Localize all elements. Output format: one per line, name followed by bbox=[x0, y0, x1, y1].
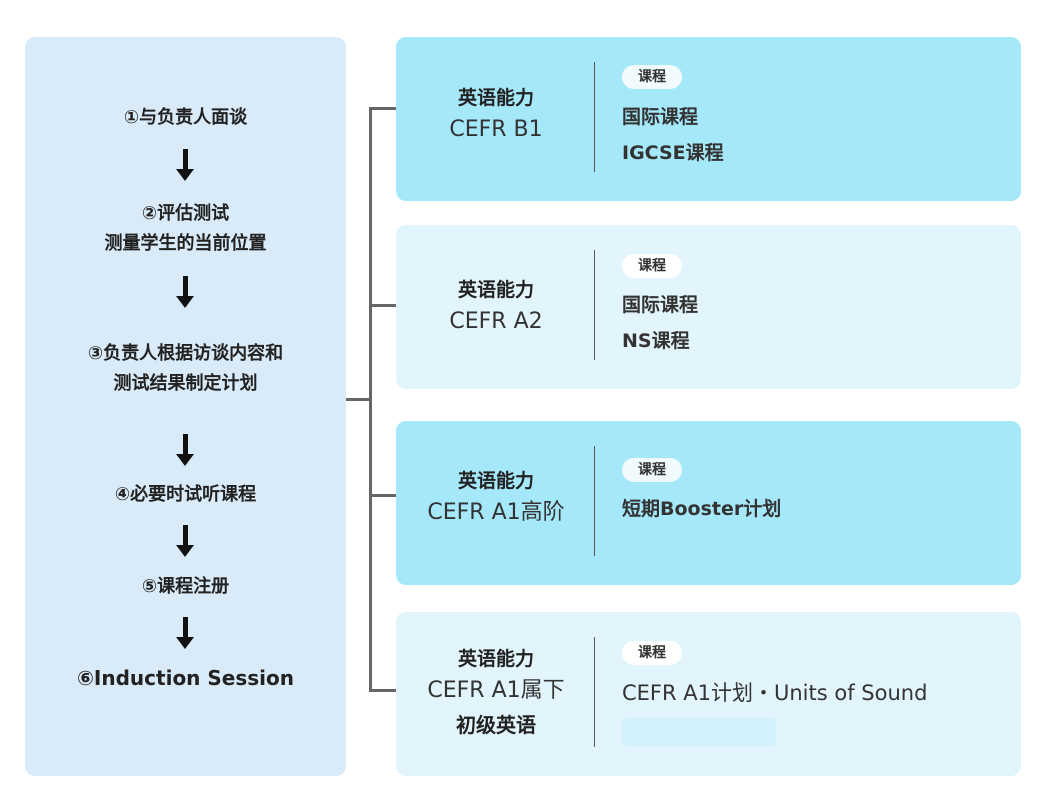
level-code: CEFR A1高阶 bbox=[427, 500, 565, 525]
course-item: IGCSE课程 bbox=[622, 142, 724, 164]
course-item: NS课程 bbox=[622, 330, 690, 352]
card-divider bbox=[594, 250, 595, 360]
level-label: 英语能力 bbox=[457, 648, 534, 670]
level-label: 英语能力 bbox=[457, 470, 534, 492]
connector-vertical bbox=[369, 107, 372, 692]
level-code: CEFR A2 bbox=[449, 309, 543, 334]
course-item: 国际课程 bbox=[622, 294, 699, 316]
step-2: ②评估测试 测量学生的当前位置 bbox=[25, 199, 346, 259]
step-4: ④必要时试听课程 bbox=[25, 480, 346, 510]
down-arrow-icon bbox=[176, 276, 194, 309]
course-badge: 课程 bbox=[622, 458, 682, 482]
connector-branch-3 bbox=[369, 494, 396, 497]
course-item: 短期Booster计划 bbox=[622, 498, 782, 520]
level-subtitle: 初级英语 bbox=[456, 713, 536, 737]
step-2-text-line2: 测量学生的当前位置 bbox=[104, 233, 267, 254]
step-3-text-line2: 测试结果制定计划 bbox=[113, 373, 258, 394]
step-5-text: ⑤课程注册 bbox=[141, 576, 230, 597]
card-divider bbox=[594, 62, 595, 172]
step-4-text: ④必要时试听课程 bbox=[114, 484, 257, 505]
course-list: 国际课程 IGCSE课程 bbox=[622, 99, 724, 171]
course-badge: 课程 bbox=[622, 65, 682, 89]
course-badge: 课程 bbox=[622, 641, 682, 665]
level-card-b1: 英语能力 CEFR B1 课程 国际课程 IGCSE课程 bbox=[396, 37, 1021, 201]
level-label: 英语能力 bbox=[457, 87, 534, 109]
card-divider bbox=[594, 637, 595, 747]
connector-branch-2 bbox=[369, 304, 396, 307]
level-card-a1-advanced: 英语能力 CEFR A1高阶 课程 短期Booster计划 bbox=[396, 421, 1021, 585]
step-6: ⑥Induction Session bbox=[25, 663, 346, 693]
step-6-text: ⑥Induction Session bbox=[77, 666, 294, 690]
step-1: ①与负责人面谈 bbox=[25, 103, 346, 133]
card-divider bbox=[594, 446, 595, 556]
level-block: 英语能力 CEFR A1高阶 bbox=[396, 467, 596, 531]
down-arrow-icon bbox=[176, 525, 194, 558]
course-item: 国际课程 bbox=[622, 106, 699, 128]
step-5: ⑤课程注册 bbox=[25, 572, 346, 602]
course-item: CEFR A1计划・Units of Sound bbox=[622, 681, 928, 705]
level-label: 英语能力 bbox=[457, 279, 534, 301]
placeholder-bar bbox=[622, 718, 776, 746]
level-code: CEFR A1属下 bbox=[427, 678, 565, 703]
level-block: 英语能力 CEFR B1 bbox=[396, 84, 596, 148]
course-list: 国际课程 NS课程 bbox=[622, 287, 698, 359]
connector-branch-4 bbox=[369, 689, 396, 692]
connector-main bbox=[346, 398, 371, 401]
step-3-text-line1: ③负责人根据访谈内容和 bbox=[87, 343, 284, 364]
course-list: CEFR A1计划・Units of Sound bbox=[622, 675, 927, 711]
down-arrow-icon bbox=[176, 434, 194, 467]
level-block: 英语能力 CEFR A2 bbox=[396, 276, 596, 340]
level-block: 英语能力 CEFR A1属下 初级英语 bbox=[396, 645, 596, 741]
course-badge: 课程 bbox=[622, 254, 682, 278]
process-panel: ①与负责人面谈 ②评估测试 测量学生的当前位置 ③负责人根据访谈内容和 测试结果… bbox=[25, 37, 346, 776]
down-arrow-icon bbox=[176, 617, 194, 650]
course-list: 短期Booster计划 bbox=[622, 491, 781, 527]
down-arrow-icon bbox=[176, 149, 194, 182]
level-card-a2: 英语能力 CEFR A2 课程 国际课程 NS课程 bbox=[396, 225, 1021, 389]
step-1-text: ①与负责人面谈 bbox=[123, 107, 248, 128]
level-code: CEFR B1 bbox=[449, 117, 543, 142]
step-3: ③负责人根据访谈内容和 测试结果制定计划 bbox=[25, 339, 346, 399]
step-2-text-line1: ②评估测试 bbox=[141, 203, 230, 224]
connector-branch-1 bbox=[369, 107, 396, 110]
level-card-a1-basic: 英语能力 CEFR A1属下 初级英语 课程 CEFR A1计划・Units o… bbox=[396, 612, 1021, 776]
